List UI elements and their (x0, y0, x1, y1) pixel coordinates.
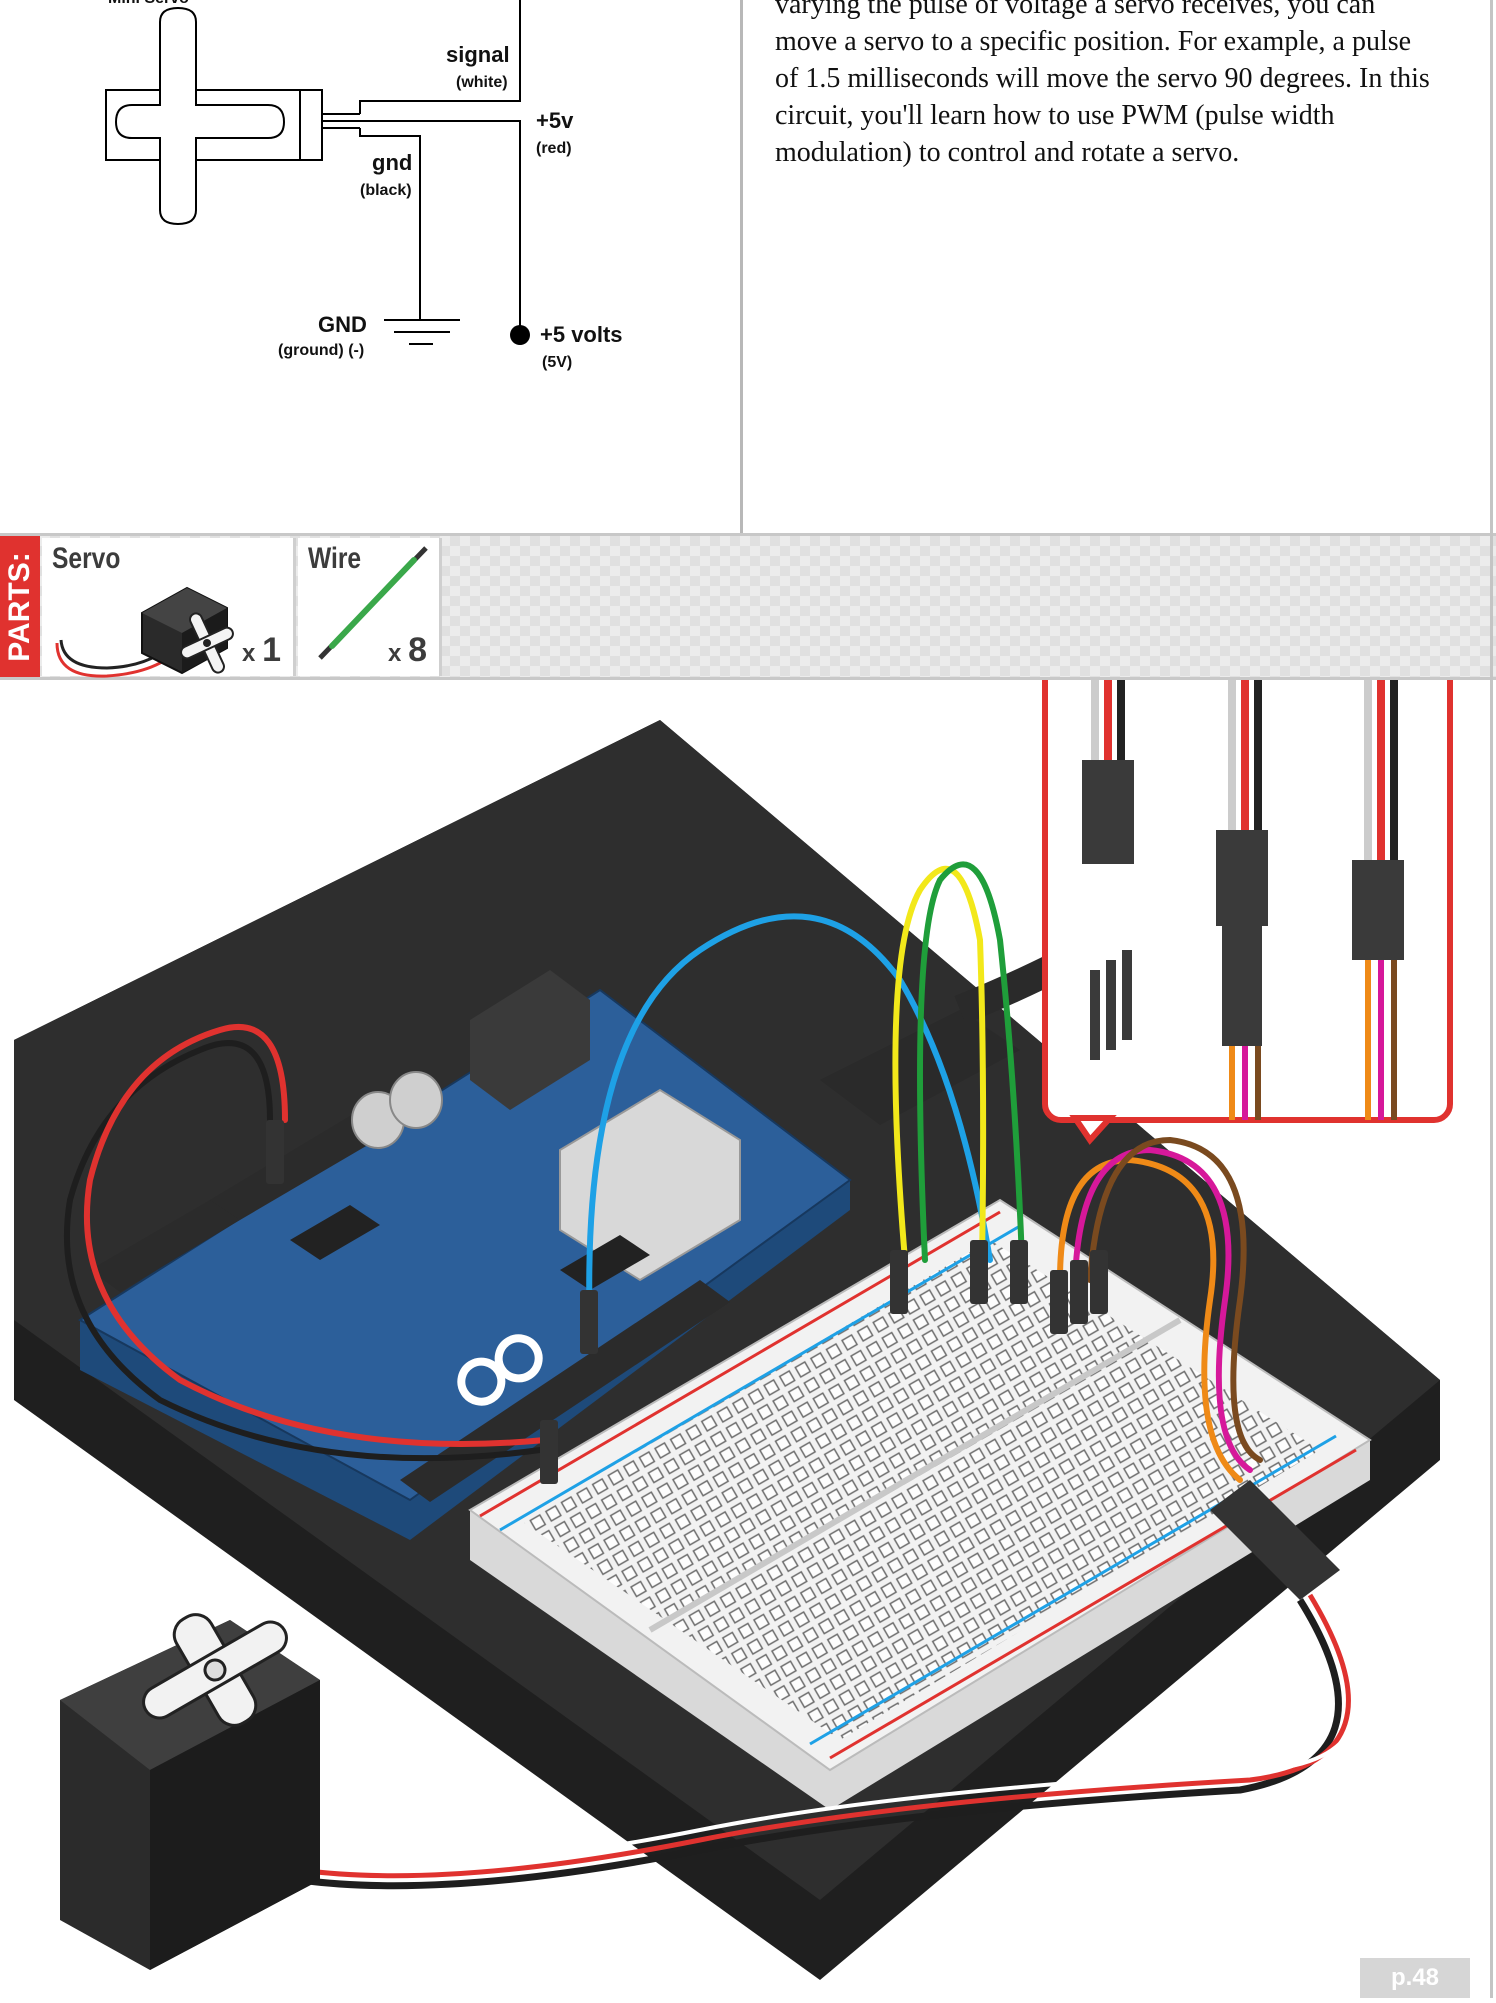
qty-value: 1 (262, 631, 281, 669)
signal-color-label: (white) (456, 74, 508, 91)
vcc-dot (510, 325, 530, 345)
part-quantity: x 1 (242, 631, 281, 670)
ground-sub-label: (ground) (-) (278, 342, 365, 359)
page-edge (1490, 0, 1493, 1998)
qty-value: 8 (408, 631, 427, 669)
qty-prefix: x (242, 640, 256, 667)
parts-tab-label: PARTS: (3, 551, 36, 662)
gnd-label: gnd (372, 150, 413, 175)
gnd-color-label: (black) (360, 182, 412, 199)
part-name: Wire (308, 542, 362, 575)
signal-label: signal (446, 42, 510, 67)
description-line: varying the pulse of voltage a servo rec… (775, 0, 1376, 20)
parts-strip: PARTS: Servo x 1 Wire x 8 (0, 533, 1496, 680)
description-line: of 1.5 milliseconds will move the servo … (775, 63, 1430, 94)
top-section: Mini Servo signal (white) +5v (red) gnd … (0, 0, 1496, 533)
servo-cable (299, 1598, 1342, 1890)
servo-motor (60, 1613, 320, 1970)
part-card-servo: Servo x 1 (42, 538, 296, 678)
description-line: circuit, you'll learn how to use PWM (pu… (775, 100, 1335, 131)
horn-outline (114, 6, 286, 226)
wire-thumbnail-icon (318, 546, 428, 660)
part-card-wire: Wire x 8 (298, 538, 442, 676)
detail-callout (1042, 615, 1453, 1145)
parts-tab: PARTS: (0, 536, 40, 677)
plus5volts-label: +5 volts (540, 322, 623, 347)
breadboard (468, 1198, 1372, 1810)
plus5volts-sub-label: (5V) (542, 354, 573, 371)
schematic-title-partial: Mini Servo (108, 0, 189, 8)
column-divider (740, 0, 743, 533)
qty-prefix: x (388, 640, 402, 667)
description-text: varying the pulse of voltage a servo rec… (775, 0, 1475, 171)
part-name: Servo (52, 542, 121, 575)
servo-schematic: Mini Servo signal (white) +5v (red) gnd … (0, 0, 740, 533)
wire-pins (266, 1120, 1108, 1484)
description-line: move a servo to a specific position. For… (775, 26, 1412, 57)
circuit-drawing (14, 615, 1453, 1980)
circuit-illustration (0, 615, 1496, 1998)
schematic-drawing (105, 0, 530, 345)
description-line: modulation) to control and rotate a serv… (775, 137, 1240, 168)
ground-label: GND (318, 312, 367, 337)
servo-thumbnail-icon (55, 586, 234, 678)
servo-connector (1210, 1480, 1340, 1600)
plus5v-color-label: (red) (536, 140, 572, 157)
plus5v-label: +5v (536, 108, 574, 133)
page-number: p.48 (1360, 1958, 1470, 1998)
part-quantity: x 8 (388, 631, 427, 670)
jumper-wires (64, 861, 1263, 1483)
